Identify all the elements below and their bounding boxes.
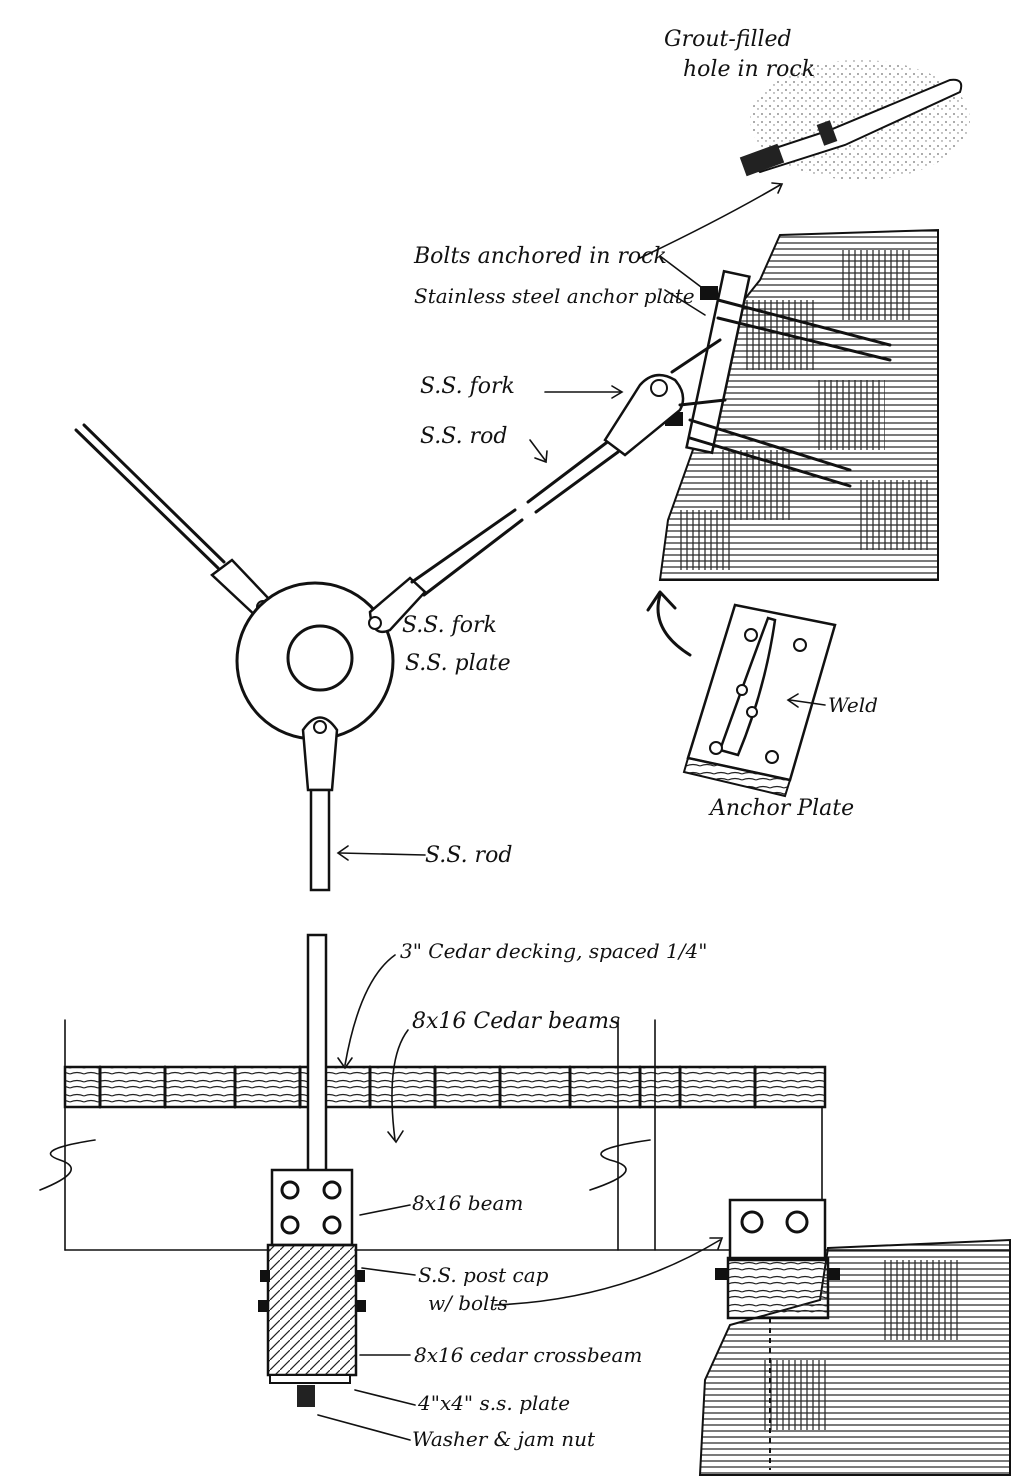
grout-hole-illustration <box>739 60 970 180</box>
label-beams: 8x16 Cedar beams <box>412 1009 620 1034</box>
label-fork-top: S.S. fork <box>420 374 515 399</box>
label-washer: Washer & jam nut <box>412 1427 596 1451</box>
label-bolts: Bolts anchored in rock <box>413 244 667 269</box>
leader-lines <box>317 255 826 1441</box>
crossbeam <box>266 1243 358 1377</box>
post-cap <box>270 1168 354 1247</box>
label-grout-1: Grout-filled <box>664 27 792 52</box>
right-rod-upper <box>526 438 612 504</box>
label-4x4-plate: 4"x4" s.s. plate <box>417 1391 570 1415</box>
label-fork-center: S.S. fork <box>402 613 497 638</box>
label-weld: Weld <box>828 693 878 717</box>
label-plate-center: S.S. plate <box>405 651 511 676</box>
left-rod <box>74 428 220 570</box>
label-rod-top: S.S. rod <box>420 424 507 449</box>
vertical-rod-upper <box>309 788 331 892</box>
label-ss-anchor-plate: Stainless steel anchor plate <box>414 284 695 308</box>
label-crossbeam: 8x16 cedar crossbeam <box>414 1343 642 1367</box>
right-end-detail <box>698 1198 1011 1476</box>
hub-assembly <box>74 338 727 892</box>
label-rod-vertical: S.S. rod <box>425 843 512 868</box>
leader-bolts-to-grout <box>639 184 781 259</box>
anchor-plate-detail <box>682 603 837 798</box>
upper-fork <box>603 373 685 457</box>
deck-structure <box>39 933 1011 1407</box>
label-anchor-plate: Anchor Plate <box>708 796 854 821</box>
label-grout-2: hole in rock <box>683 57 815 82</box>
bottom-fork <box>301 716 339 792</box>
curved-arrow <box>656 593 692 657</box>
label-post-cap-2: w/ bolts <box>428 1291 508 1315</box>
label-post-cap-1: S.S. post cap <box>418 1263 549 1287</box>
label-decking: 3" Cedar decking, spaced 1/4" <box>400 939 707 963</box>
hub-center-hole <box>286 624 354 692</box>
rock-face-upper <box>658 228 939 581</box>
label-beam: 8x16 beam <box>412 1191 523 1215</box>
